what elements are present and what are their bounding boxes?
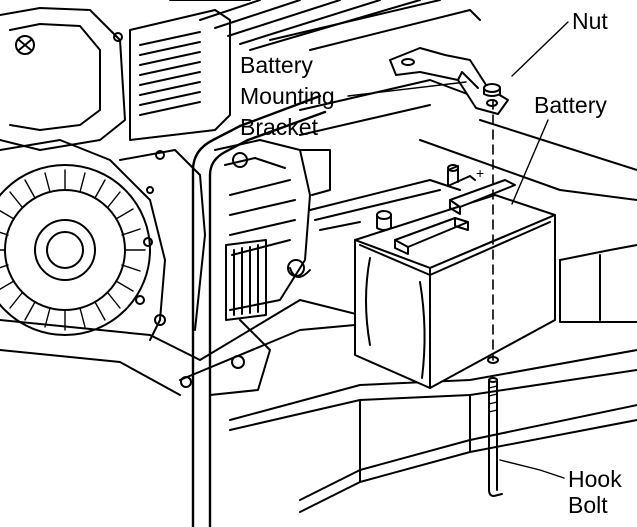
nut-label: Nut (572, 8, 608, 34)
hook-bolt-label: Hook Bolt (568, 466, 622, 518)
generator-base-tray (0, 119, 637, 513)
bracket-label-line-1: Battery (240, 52, 313, 78)
generator-frame-tube (191, 94, 327, 527)
hook-bolt-label-line-2: Bolt (568, 492, 608, 518)
battery-label: Battery (534, 92, 607, 118)
nut-illustration (483, 83, 501, 97)
hook-bolt-illustration (487, 99, 503, 497)
frame-top-rails (169, 0, 481, 136)
engine-block (0, 7, 231, 341)
battery-mounting-bracket (389, 47, 509, 115)
alternator-assembly (180, 139, 461, 396)
bracket-label-line-2: Mounting (240, 83, 335, 109)
hook-bolt-label-line-1: Hook (568, 466, 622, 492)
battery-illustration (354, 164, 556, 389)
bracket-label-line-3: Bracket (240, 114, 318, 140)
callout-leaders (347, 21, 569, 479)
battery-mounting-bracket-label: Battery Mounting Bracket (240, 50, 335, 143)
